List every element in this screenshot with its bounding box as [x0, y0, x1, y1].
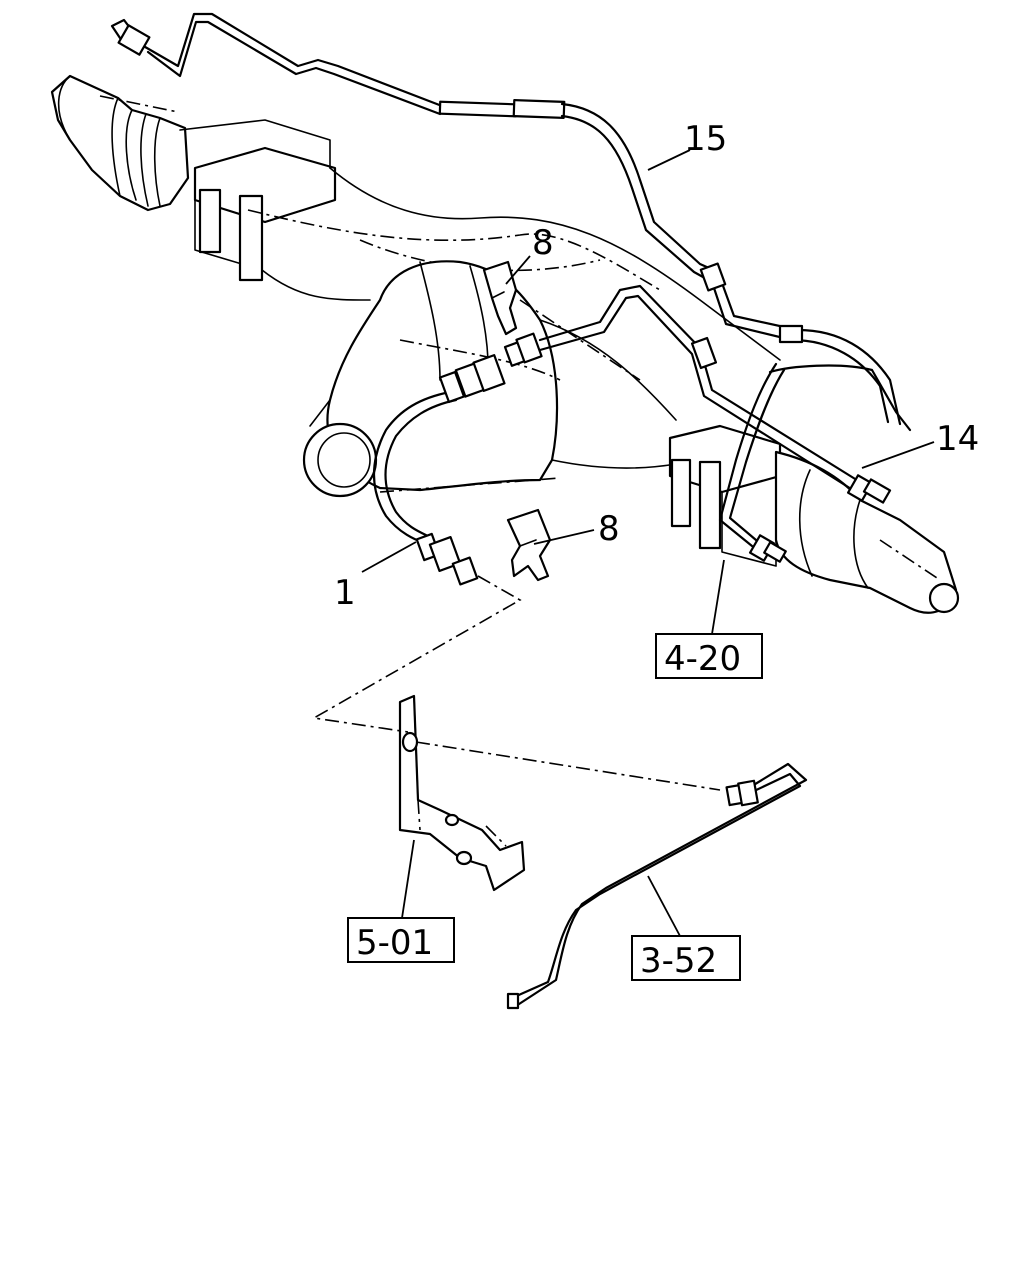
brake-pipe-3-52 — [506, 762, 808, 1010]
ref-box-5-01[interactable]: 5-01 — [347, 917, 455, 963]
brake-hose-1 — [372, 332, 543, 586]
ref-box-3-52[interactable]: 3-52 — [631, 935, 741, 981]
center-lines — [311, 575, 721, 831]
leader-lines — [361, 149, 935, 937]
callout-15: 15 — [684, 119, 727, 159]
callout-8-upper: 8 — [532, 223, 554, 263]
brake-pipe-14 — [538, 284, 912, 563]
ref-box-4-20[interactable]: 4-20 — [655, 633, 763, 679]
ref-label-4-20: 4-20 — [664, 639, 741, 679]
ref-label-3-52: 3-52 — [640, 941, 717, 981]
callout-1: 1 — [334, 573, 356, 613]
clip-8-upper — [482, 260, 518, 336]
callout-14: 14 — [936, 419, 979, 459]
bracket-5-01 — [398, 694, 526, 892]
clip-8-lower — [506, 508, 552, 582]
callout-8-lower: 8 — [598, 509, 620, 549]
ref-label-5-01: 5-01 — [356, 923, 433, 963]
brake-pipe-15 — [110, 12, 902, 426]
